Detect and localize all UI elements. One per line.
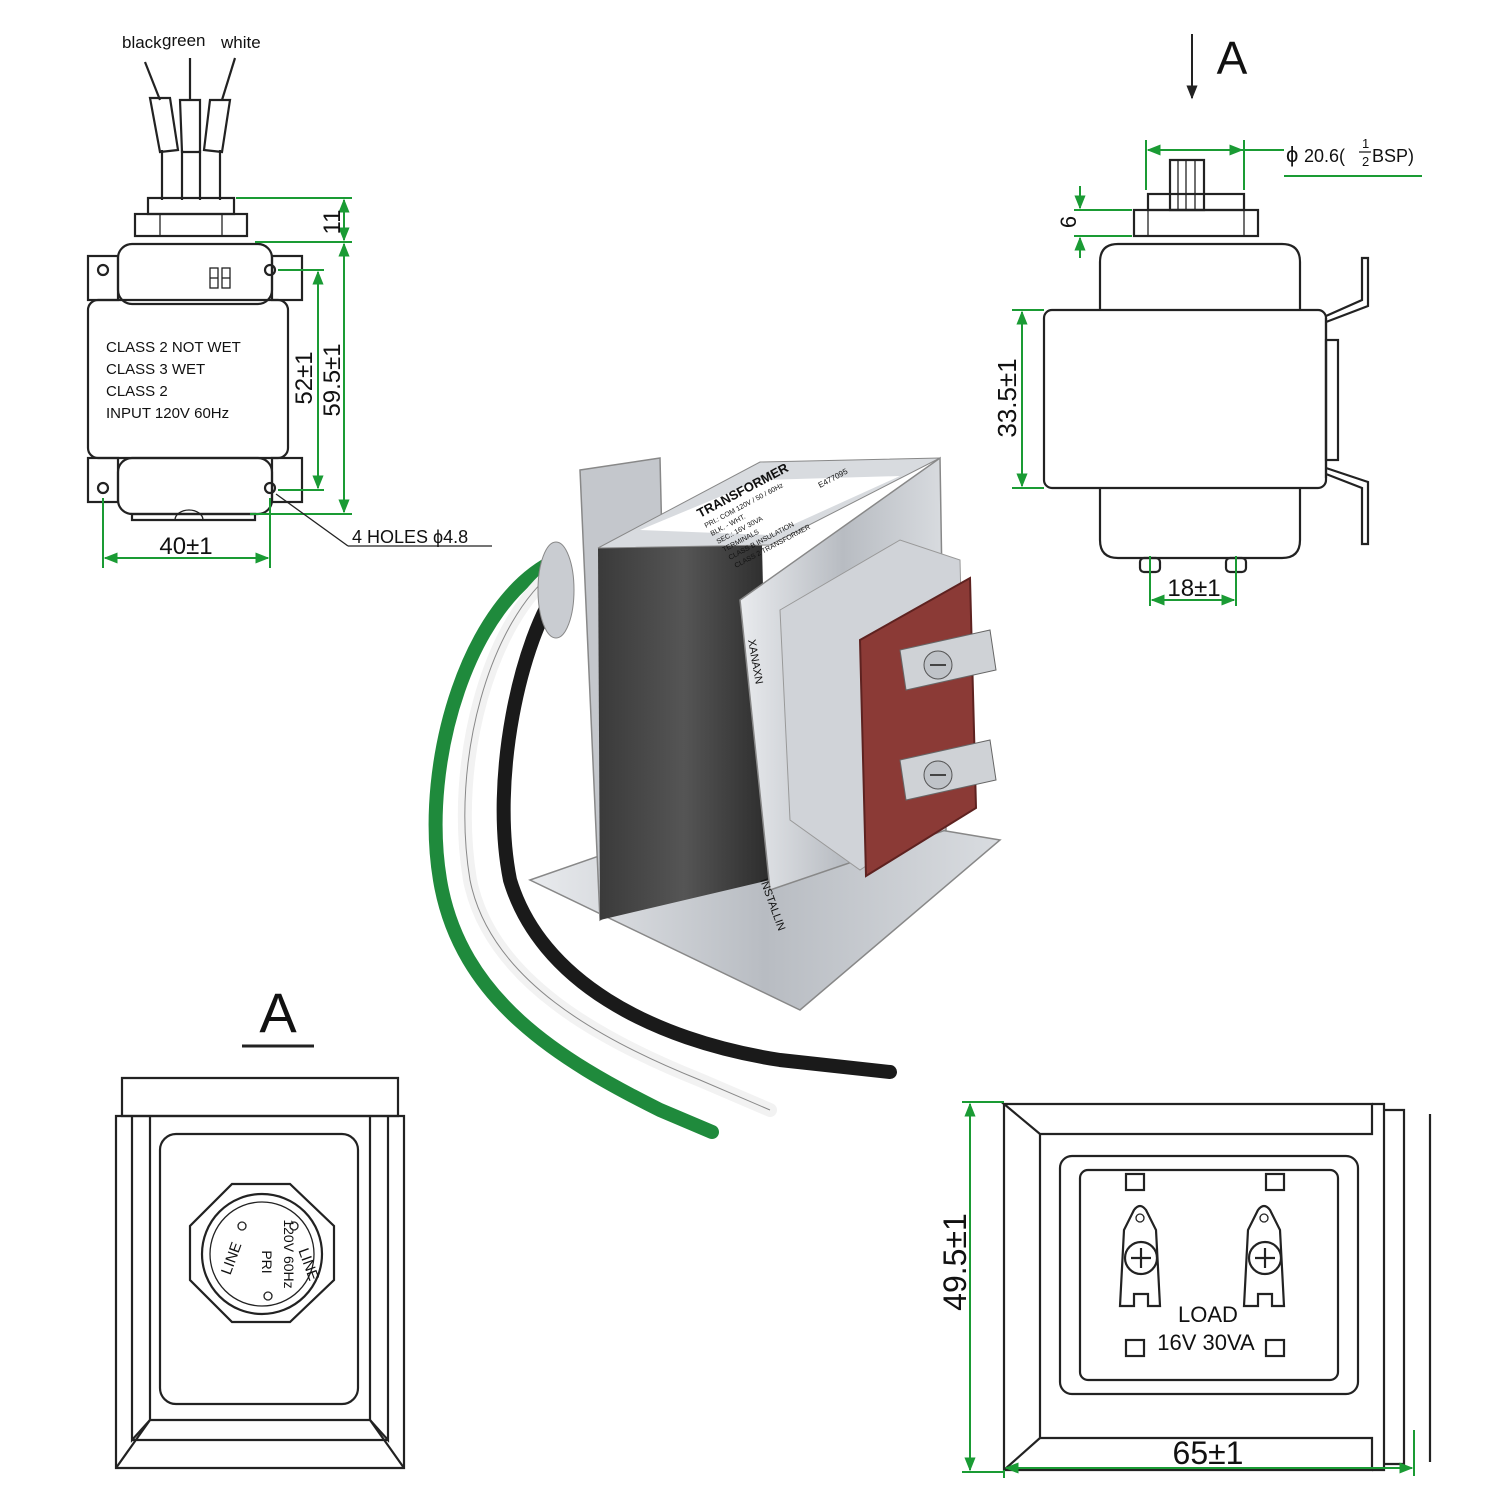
dim-11: 11	[319, 210, 346, 235]
hub-text-pri: PRI	[259, 1250, 275, 1273]
front-body: CLASS 2 NOT WET CLASS 3 WET CLASS 2 INPU…	[86, 242, 304, 522]
front-label-line-2: CLASS 3 WET	[106, 361, 205, 378]
terminal-left	[1118, 1204, 1162, 1308]
front-dimensions: 11 52±1 59.5±1 40±1 4 HOLES ϕ4.8	[102, 197, 492, 568]
side-view-label: A	[1217, 32, 1248, 84]
view-a-bottom: A LINE PRI 120V 60Hz LINE	[114, 981, 406, 1470]
dim-59-5: 59.5±1	[319, 343, 346, 416]
hub-text-line-2: LINE	[295, 1246, 322, 1283]
hub-text-rating: 120V 60Hz	[281, 1219, 297, 1288]
dim-phi-prefix: ϕ	[1286, 142, 1298, 167]
hub-text-line: LINE	[218, 1240, 245, 1277]
dim-40: 40±1	[159, 533, 212, 560]
load-label: LOAD	[1178, 1302, 1238, 1327]
front-label-line-4: INPUT 120V 60Hz	[106, 405, 229, 422]
dim-phi-suffix: BSP)	[1372, 146, 1414, 166]
dim-18: 18±1	[1167, 575, 1220, 602]
view-a-label: A	[259, 981, 297, 1044]
dim-phi-frac-den: 2	[1362, 154, 1369, 169]
product-terminal-bottom	[899, 739, 997, 801]
terminal-right	[1242, 1204, 1286, 1308]
dim-52: 52±1	[291, 351, 318, 404]
terminal-dimensions: 49.5±1 65±1	[937, 1101, 1415, 1478]
wire-label-white: white	[220, 33, 261, 52]
side-dimensions: ϕ 20.6( 1 2 BSP) 6 33.5±1 18±1	[992, 136, 1422, 606]
holes-note: 4 HOLES ϕ4.8	[352, 527, 468, 547]
dim-65: 65±1	[1173, 1435, 1244, 1471]
dim-49-5: 49.5±1	[937, 1213, 973, 1311]
front-view: black green white	[86, 31, 492, 568]
dim-phi-value: 20.6(	[1304, 146, 1345, 166]
side-view: A ϕ 20.6( 1 2	[992, 32, 1422, 606]
wire-label-black: black	[122, 33, 162, 52]
terminal-view: LOAD 16V 30VA 49.5±1 65±1	[937, 1101, 1432, 1478]
front-wires: black green white	[122, 31, 261, 200]
load-rating: 16V 30VA	[1157, 1330, 1255, 1355]
front-label-line-3: CLASS 2	[106, 383, 168, 400]
product-terminal-top	[899, 629, 997, 691]
dim-6: 6	[1056, 216, 1081, 228]
dim-33-5: 33.5±1	[992, 358, 1022, 437]
front-nut	[133, 196, 249, 238]
front-label-line-1: CLASS 2 NOT WET	[106, 339, 241, 356]
wire-label-green: green	[162, 31, 205, 50]
hub-text: LINE PRI 120V 60Hz LINE	[218, 1219, 322, 1301]
product-illustration: TRANSFORMER PRI.: COM 120V / 50 / 60Hz B…	[428, 456, 1002, 1139]
dim-phi-frac-num: 1	[1362, 136, 1369, 151]
